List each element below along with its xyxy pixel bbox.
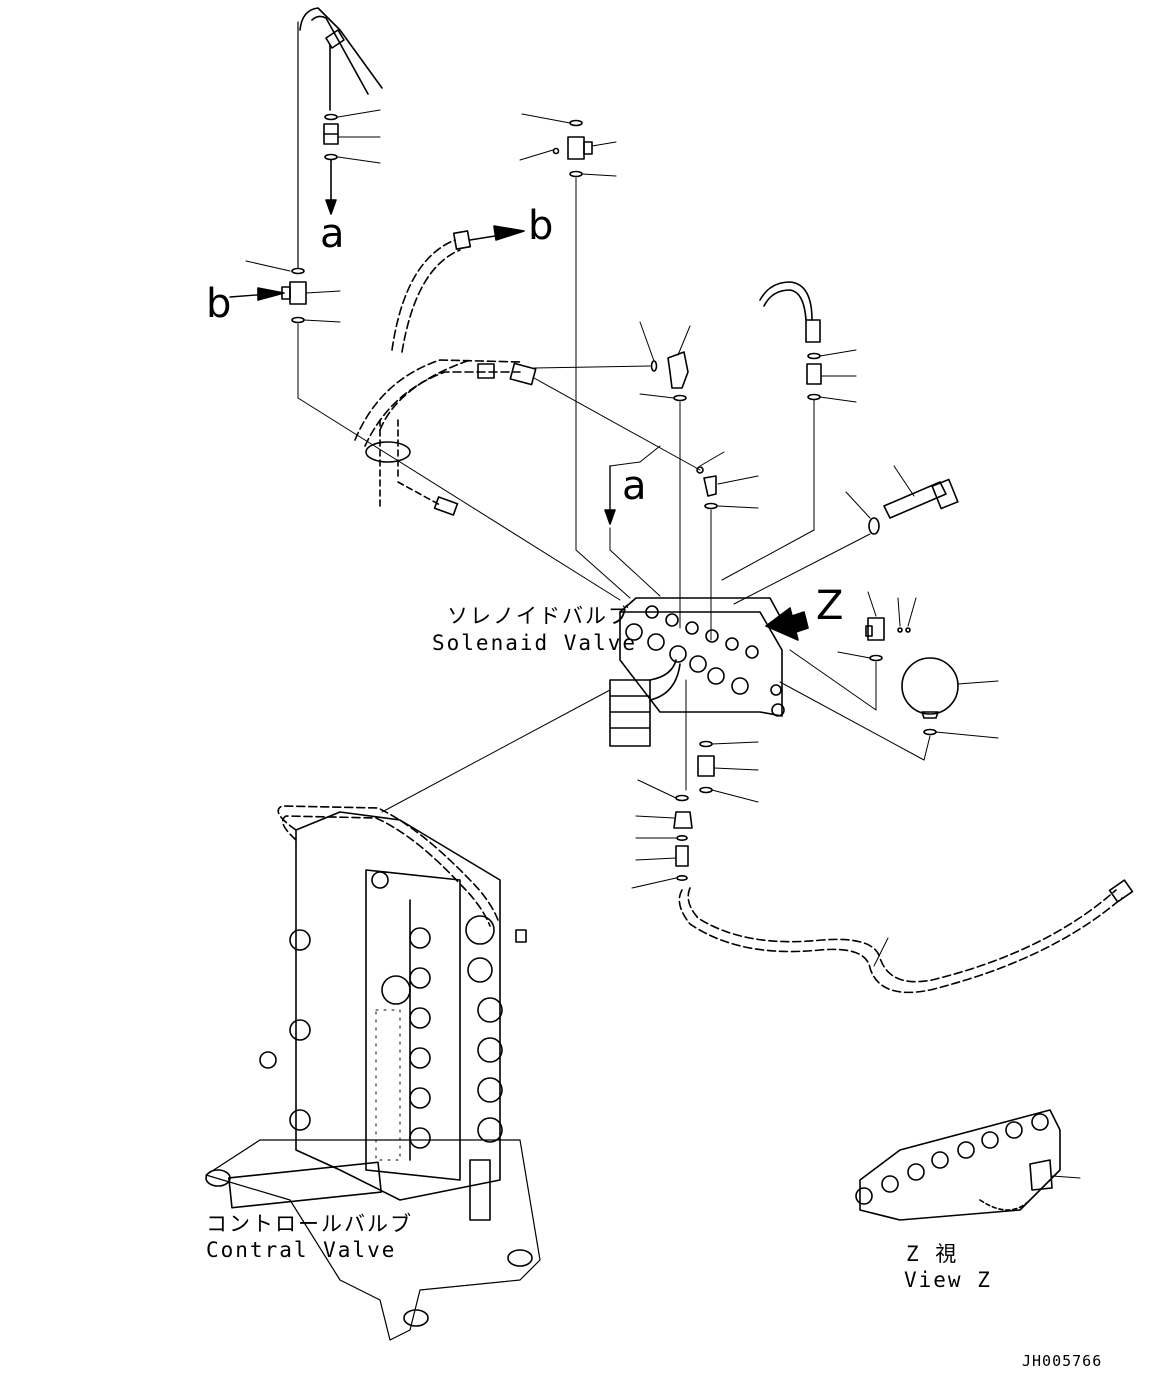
view-z-label-en: View Z [904, 1268, 992, 1292]
solenoid-valve-label-jp: ソレノイドバルブ [447, 604, 631, 628]
tee-fitting-b [229, 260, 621, 601]
right-fittings [779, 591, 999, 761]
curved-hose-bundle [354, 225, 701, 516]
control-valve-spools [259, 915, 503, 1149]
elbow-fitting [639, 321, 691, 629]
marker-b-left: b [206, 281, 232, 327]
drawing-code: JH005766 [1022, 1352, 1103, 1370]
tee-fitting-top-middle [519, 113, 631, 599]
solenoid-valve-body [609, 597, 785, 747]
long-hose-right [678, 879, 1134, 994]
top-left-hose [297, 7, 383, 269]
lower-fitting-stack [631, 679, 759, 889]
a-leader-mid [604, 445, 661, 597]
bolt-and-washer [733, 465, 959, 605]
solenoid-valve-label-en: Solenaid Valve [432, 631, 638, 655]
z-view-arrow [765, 607, 809, 641]
view-z-label-jp: Z 視 [906, 1242, 959, 1266]
marker-a-top: a [320, 211, 345, 257]
fitting-stack-a [323, 109, 381, 215]
control-valve-label-jp: コントロールバルブ [206, 1212, 413, 1236]
view-z-solenoid [855, 1109, 1081, 1221]
top-right-hose [721, 281, 857, 581]
control-valve-body [205, 805, 541, 1341]
marker-a-mid: a [622, 463, 647, 509]
small-angle-fitting [696, 451, 759, 641]
marker-z: Z [816, 583, 844, 629]
control-valve-holes [375, 1009, 401, 1161]
marker-b-top: b [528, 203, 554, 249]
control-valve-label-en: Contral Valve [206, 1238, 397, 1262]
